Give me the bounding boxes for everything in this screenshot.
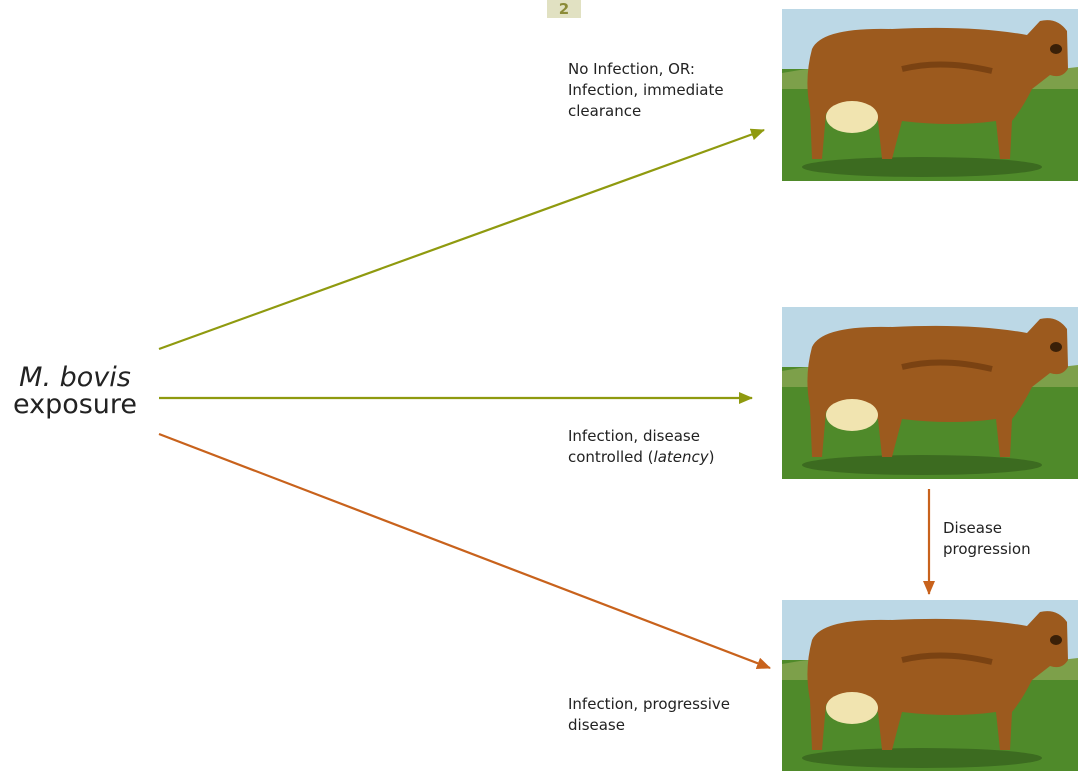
cow-image-top: [782, 9, 1078, 181]
exposure-word: exposure: [12, 389, 138, 420]
outcome-text: controlled (: [568, 448, 654, 466]
progression-label: Disease progression: [943, 518, 1063, 560]
latency-term: latency: [653, 448, 709, 466]
arrow-to-progressive: [158, 432, 771, 670]
outcome-line: Infection, immediate: [568, 81, 724, 99]
figure-number-badge: 2: [547, 0, 581, 18]
progression-line: Disease: [943, 519, 1002, 537]
outcome-line: clearance: [568, 102, 642, 120]
outcome-progressive: Infection, progressive disease: [568, 694, 758, 736]
arrow-to-no-infection: [158, 128, 765, 351]
outcome-line: disease: [568, 716, 625, 734]
outcome-latency: Infection, disease controlled (latency): [568, 426, 738, 468]
outcome-line: controlled (latency): [568, 447, 738, 468]
cow-icon: [782, 600, 1078, 771]
cow-icon: [782, 9, 1078, 181]
cow-icon: [782, 307, 1078, 479]
exposure-label: M. bovis exposure: [8, 364, 142, 418]
outcome-text: ): [708, 448, 715, 466]
outcome-no-infection: No Infection, OR: Infection, immediate c…: [568, 59, 758, 122]
progression-line: progression: [943, 540, 1031, 558]
cow-image-middle: [782, 307, 1078, 479]
outcome-line: Infection, disease: [568, 427, 700, 445]
cow-image-bottom: [782, 600, 1078, 771]
outcome-line: Infection, progressive: [568, 695, 730, 713]
exposure-organism: M. bovis: [19, 362, 131, 393]
outcome-line: No Infection, OR:: [568, 60, 695, 78]
